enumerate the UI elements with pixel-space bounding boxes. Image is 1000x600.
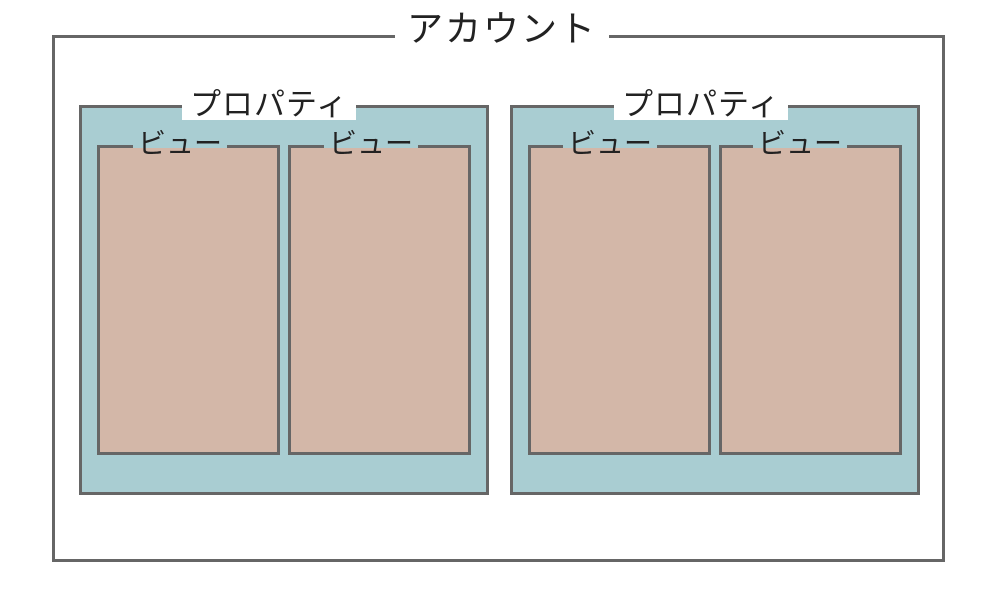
- view-label-2-1: ビュー: [563, 128, 658, 160]
- view-box-2-2: [719, 145, 902, 455]
- account-label: アカウント: [395, 8, 610, 52]
- property-label-2: プロパティ: [614, 86, 789, 123]
- property-label-1: プロパティ: [182, 86, 357, 123]
- view-label-2-2: ビュー: [753, 128, 848, 160]
- view-box-1-1: [97, 145, 280, 455]
- view-box-1-2: [288, 145, 471, 455]
- view-box-2-1: [528, 145, 711, 455]
- view-label-1-1: ビュー: [133, 128, 228, 160]
- view-label-1-2: ビュー: [324, 128, 419, 160]
